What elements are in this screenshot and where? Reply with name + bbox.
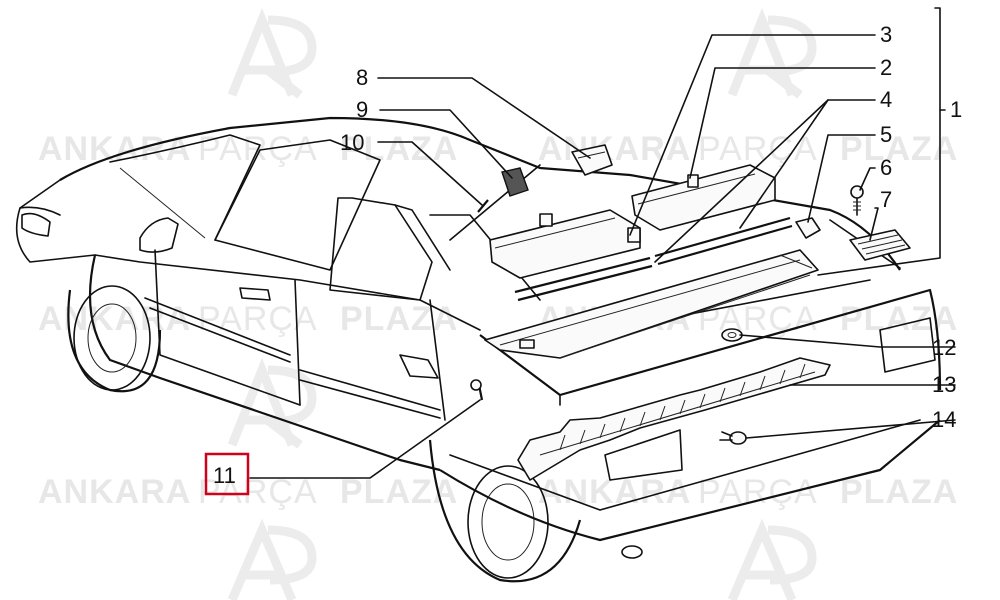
car-illustration	[15, 116, 942, 583]
watermark-text-row: ANKARA PARÇA PLAZA ANKARA PARÇA PLAZA	[38, 300, 958, 338]
part-4-seal-strip	[514, 216, 793, 302]
watermark-word: PARÇA	[698, 300, 818, 338]
part-3-left-tray	[489, 209, 641, 279]
callout-labels: 3 2 4 1 5 6 7 8 9 10 12 13 14 11	[204, 22, 962, 496]
part-2-right-tray	[631, 164, 776, 231]
callout-9: 9	[356, 97, 368, 122]
watermark-word: PLAZA	[840, 473, 958, 511]
leader-lines	[249, 7, 956, 479]
part-10-screw	[477, 199, 489, 213]
callout-8: 8	[356, 65, 368, 90]
part-12-nut	[721, 328, 743, 342]
callout-1: 1	[950, 97, 962, 122]
watermark-word: PARÇA	[698, 130, 818, 168]
part-13-trim-panel	[517, 357, 831, 481]
callout-11: 11	[213, 463, 236, 488]
watermark-word: ANKARA	[38, 473, 191, 511]
watermark-logo	[727, 518, 817, 600]
watermark-text-row: ANKARA PARÇA PLAZA ANKARA PARÇA PLAZA	[38, 130, 958, 168]
part-7-pad	[849, 229, 911, 261]
watermark-logo	[227, 7, 317, 99]
callout-6: 6	[880, 155, 892, 180]
callout-13: 13	[932, 372, 956, 397]
part-5-clip	[795, 217, 821, 239]
watermark-text-row: ANKARA PARÇA PLAZA ANKARA PARÇA PLAZA	[38, 473, 958, 511]
watermark-word: PARÇA	[698, 473, 818, 511]
watermark-word: ANKARA	[538, 130, 691, 168]
watermark-word: PLAZA	[340, 300, 458, 338]
callout-10: 10	[340, 130, 364, 155]
callout-11-highlight[interactable]: 11	[204, 452, 250, 496]
callout-7: 7	[880, 187, 892, 212]
callout-2: 2	[880, 55, 892, 80]
part-6-screw	[850, 185, 864, 216]
callout-3: 3	[880, 22, 892, 47]
part-11-screw	[470, 379, 484, 401]
watermark-logo	[727, 7, 817, 99]
highlight-box	[204, 452, 250, 496]
callout-14: 14	[932, 407, 956, 432]
callout-12: 12	[932, 335, 956, 360]
watermark-logo	[227, 518, 317, 600]
watermark-word: PLAZA	[340, 130, 458, 168]
watermark-word: PARÇA	[198, 300, 318, 338]
callout-5: 5	[880, 122, 892, 147]
watermark-word: PLAZA	[840, 300, 958, 338]
part-14-fastener	[719, 431, 747, 445]
callout-4: 4	[880, 87, 892, 112]
watermark-word: ANKARA	[38, 300, 191, 338]
watermark-word: PLAZA	[840, 130, 958, 168]
watermark-word: PARÇA	[198, 473, 318, 511]
part-1-parcel-shelf	[484, 249, 819, 359]
